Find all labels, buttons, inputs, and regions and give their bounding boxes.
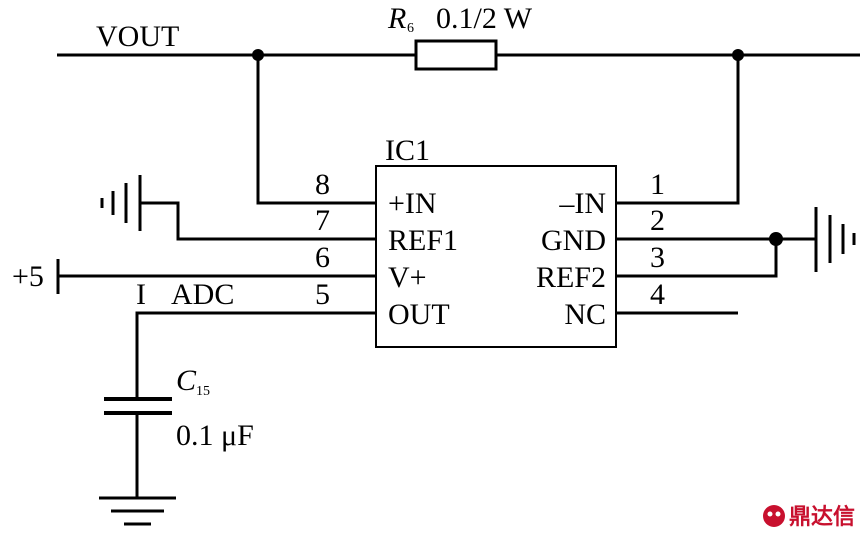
c15-subscript: 15 bbox=[196, 384, 210, 399]
pin-number-5: 5 bbox=[315, 278, 330, 311]
pin-name-gnd: GND bbox=[541, 224, 606, 257]
c15-value: 0.1 μF bbox=[176, 419, 254, 452]
i-mark: I bbox=[136, 278, 146, 311]
ic-label: IC1 bbox=[385, 134, 430, 167]
c15-letter: C bbox=[176, 364, 197, 397]
pin-name-minus-in: –IN bbox=[558, 187, 606, 220]
r6-value: 0.1/2 W bbox=[436, 2, 533, 35]
pin-number-2: 2 bbox=[650, 204, 665, 237]
pin-number-7: 7 bbox=[315, 204, 330, 237]
pin-number-8: 8 bbox=[315, 168, 330, 201]
pin-number-1: 1 bbox=[650, 168, 665, 201]
ground-symbol-bottom bbox=[99, 496, 176, 526]
adc-label: ADC bbox=[171, 278, 234, 311]
resistor-r6 bbox=[414, 39, 498, 71]
vout-label: VOUT bbox=[96, 20, 179, 53]
pin-number-3: 3 bbox=[650, 241, 665, 274]
watermark-icon bbox=[763, 505, 785, 527]
wires bbox=[56, 55, 816, 498]
pin-name-vplus: V+ bbox=[388, 261, 427, 294]
watermark-text: 鼎达信 bbox=[789, 504, 855, 530]
ground-symbol-left bbox=[100, 175, 142, 231]
pin-name-out: OUT bbox=[388, 298, 450, 331]
pin-name-nc: NC bbox=[564, 298, 606, 331]
pin-name-ref2: REF2 bbox=[536, 261, 606, 294]
pin-number-4: 4 bbox=[650, 278, 665, 311]
capacitor-c15 bbox=[104, 397, 172, 415]
r6-subscript: 6 bbox=[407, 21, 414, 36]
pin-name-ref1: REF1 bbox=[388, 224, 458, 257]
pin-number-6: 6 bbox=[315, 241, 330, 274]
ic1-body bbox=[375, 165, 617, 348]
ground-symbol-right bbox=[814, 207, 856, 272]
r6-letter: R bbox=[387, 2, 406, 35]
pin-name-plus-in: +IN bbox=[388, 187, 437, 220]
plus5-label: +5 bbox=[12, 260, 44, 293]
watermark-logo: 鼎达信 bbox=[763, 504, 855, 530]
